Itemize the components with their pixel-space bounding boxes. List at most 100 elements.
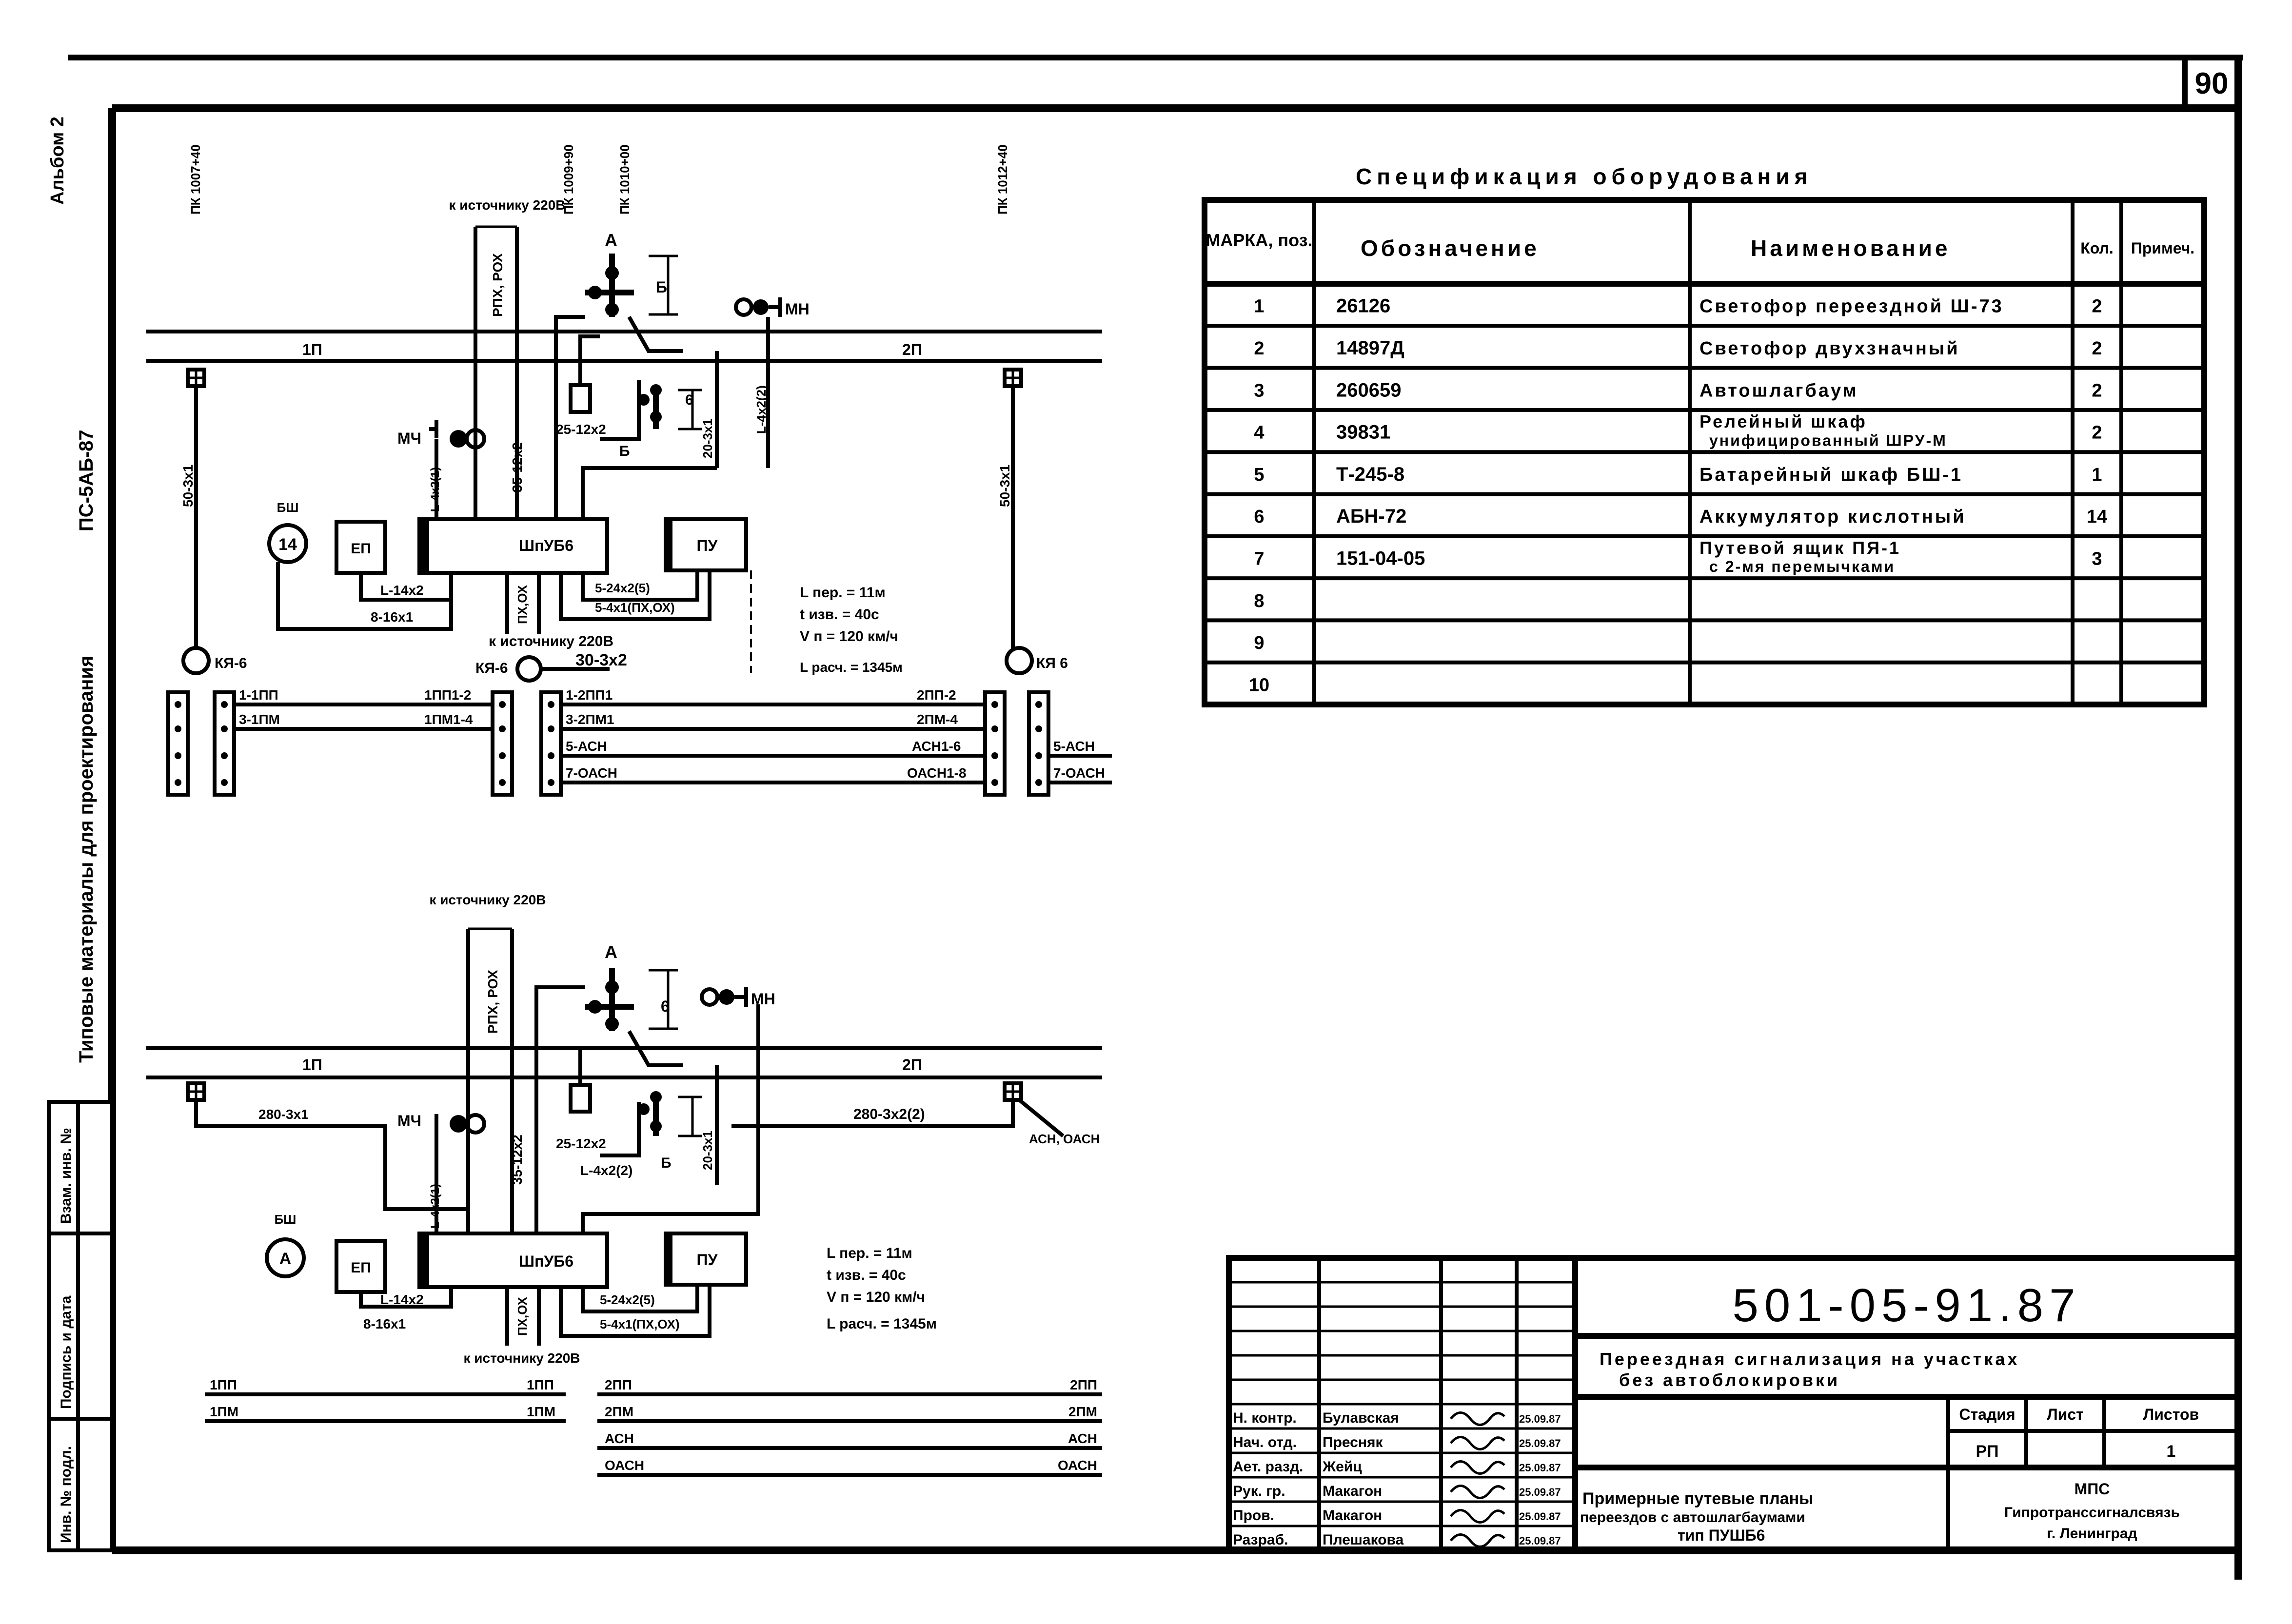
signal-mn-label: МН bbox=[751, 990, 775, 1008]
source-bottom-label: к источнику 220В bbox=[489, 633, 613, 649]
tb-role: Пров. bbox=[1233, 1507, 1274, 1524]
tb-role: Н. контр. bbox=[1233, 1410, 1297, 1426]
cable-pxox: ПХ,ОХ bbox=[515, 1297, 530, 1336]
kya-mid: КЯ-6 bbox=[475, 660, 508, 676]
ep-label: ЕП bbox=[351, 1260, 371, 1276]
spec-cell-pos: 8 bbox=[1254, 591, 1264, 611]
track-plan-top: ПК 1007+40 ПК 1009+90 ПК 1010+00 ПК 1012… bbox=[146, 144, 1112, 797]
bus-label: ОАСН bbox=[1058, 1458, 1097, 1473]
tb-date: 25.09.87 bbox=[1519, 1413, 1561, 1425]
bus-label: 2ПП bbox=[1070, 1377, 1097, 1392]
track-label-2p: 2П bbox=[902, 341, 922, 358]
tb-signature bbox=[1450, 1411, 1505, 1426]
spec-header-qty: Кол. bbox=[2080, 239, 2114, 257]
bus-label: 2ПМ bbox=[1068, 1404, 1097, 1419]
pu-label: ПУ bbox=[697, 537, 718, 554]
series-label: ПС-5АБ-87 bbox=[76, 430, 97, 531]
bus-label: АСН bbox=[1068, 1431, 1097, 1446]
spec-cell-pos: 10 bbox=[1249, 675, 1269, 695]
bus-label: 7-ОАСН bbox=[1053, 765, 1105, 781]
bus-label: 1ПП bbox=[527, 1377, 554, 1392]
cable-l14: L-14х2 bbox=[380, 583, 424, 598]
tb-date: 25.09.87 bbox=[1519, 1437, 1561, 1449]
cable-8: 8-16х1 bbox=[363, 1316, 406, 1331]
shrub-label: ШпУБ6 bbox=[519, 1252, 573, 1270]
spec-cell-pos: 3 bbox=[1254, 380, 1264, 401]
spec-cell-qty: 2 bbox=[2092, 338, 2102, 359]
spec-cell-code: 260659 bbox=[1336, 379, 1401, 401]
tb-signature bbox=[1450, 1533, 1505, 1548]
cable-5b: 5-4х1(ПХ,ОХ) bbox=[600, 1317, 680, 1331]
tb-name: Булавская bbox=[1323, 1410, 1399, 1426]
tb-role: Рук. гр. bbox=[1233, 1483, 1285, 1499]
sheet-number: 90 bbox=[2195, 67, 2229, 100]
track-label-1p: 1П bbox=[302, 1056, 322, 1074]
bus-label: 3-2ПМ1 bbox=[566, 712, 614, 727]
cable-280b: 280-3х2(2) bbox=[853, 1106, 925, 1122]
spec-cell-code: АБН-72 bbox=[1336, 506, 1406, 527]
param-line: L расч. = 1345м bbox=[800, 660, 903, 675]
bsh-label: БШ bbox=[275, 1212, 296, 1227]
bus-label: 1ПП bbox=[210, 1377, 237, 1392]
cable-20: 20-3х1 bbox=[700, 1131, 715, 1170]
cable-l4: L-4х2(1) bbox=[429, 467, 442, 512]
tb-role: Разраб. bbox=[1233, 1532, 1288, 1548]
stamp-field-sign: Подпись и дата bbox=[58, 1295, 74, 1409]
spec-cell-pos: 2 bbox=[1254, 338, 1264, 359]
cable-20: 20-3х1 bbox=[700, 419, 715, 458]
label-b2: Б bbox=[661, 1155, 672, 1171]
cable-50a: 50-3х1 bbox=[180, 465, 196, 507]
cable-rpx: РПХ, РОХ bbox=[485, 970, 500, 1034]
picket-label: ПК 1007+40 bbox=[188, 144, 203, 215]
spec-header-code: Обозначение bbox=[1361, 235, 1540, 261]
tb-name: Пресняк bbox=[1323, 1434, 1383, 1450]
spec-cell-pos: 6 bbox=[1254, 507, 1264, 527]
spec-cell-pos: 7 bbox=[1254, 548, 1264, 569]
pu-label: ПУ bbox=[697, 1251, 718, 1269]
signal-mn-label: МН bbox=[785, 300, 810, 318]
tb-date: 25.09.87 bbox=[1519, 1462, 1561, 1474]
sheets-header: Листов bbox=[2143, 1406, 2199, 1423]
tb-signature bbox=[1450, 1460, 1505, 1475]
spec-cell-qty: 1 bbox=[2092, 465, 2102, 485]
bus-label: 5-АСН bbox=[1053, 739, 1095, 754]
bus-label: 1ПП1-2 bbox=[424, 687, 471, 703]
param-line: L пер. = 11м bbox=[827, 1245, 912, 1261]
org-line-2: Гипротранссигналсвязь bbox=[2004, 1505, 2180, 1521]
tb-name: Макагон bbox=[1323, 1483, 1382, 1499]
bus-label: 5-АСН bbox=[566, 739, 607, 754]
spec-cell-pos: 4 bbox=[1254, 423, 1264, 443]
barrier-label-a: А bbox=[605, 942, 617, 962]
cable-35: 35-12х2 bbox=[510, 1135, 525, 1185]
tb-name: Макагон bbox=[1323, 1507, 1382, 1524]
picket-label: ПК 1012+40 bbox=[995, 144, 1010, 215]
spec-cell-name: Автошлагбаум bbox=[1699, 380, 1858, 401]
cable-5b: 5-4х1(ПХ,ОХ) bbox=[595, 600, 675, 615]
cable-280a: 280-3х1 bbox=[258, 1107, 309, 1122]
spec-header-name: Наименование bbox=[1751, 235, 1950, 261]
picket-label: ПК 1009+90 bbox=[561, 144, 576, 215]
tb-date: 25.09.87 bbox=[1519, 1535, 1561, 1547]
document-code: 501-05-91.87 bbox=[1732, 1279, 2081, 1331]
spec-cell-qty: 14 bbox=[2087, 507, 2107, 527]
spec-cell-name: Светофор переездной Ш-73 bbox=[1699, 296, 2004, 317]
left-margin: Альбом 2 ПС-5АБ-87 Типовые материалы для… bbox=[47, 117, 114, 1552]
spec-cell-name: Светофор двухзначный bbox=[1699, 338, 1960, 359]
barrier-label-b: Б bbox=[656, 278, 667, 296]
asn-label: АСН, ОАСН bbox=[1029, 1132, 1100, 1146]
source-label: к источнику 220В bbox=[449, 197, 565, 213]
track-label-2p: 2П bbox=[902, 1056, 922, 1074]
ep-label: ЕП bbox=[351, 541, 371, 557]
cable-5a: 5-24х2(5) bbox=[595, 581, 650, 595]
kya-left: КЯ-6 bbox=[215, 655, 247, 671]
bus-label: ОАСН1-8 bbox=[907, 765, 967, 781]
bus-label: АСН1-6 bbox=[912, 739, 961, 754]
bus-label: 1ПМ bbox=[527, 1404, 555, 1419]
spec-cell-code: Т-245-8 bbox=[1336, 464, 1404, 485]
bus-label: 3-1ПМ bbox=[239, 712, 280, 727]
tb-role: Нач. отд. bbox=[1233, 1434, 1297, 1450]
bus-label: 2ПП bbox=[605, 1377, 632, 1392]
cable-rpx: РПХ, РОХ bbox=[490, 253, 505, 317]
spec-cell-qty: 2 bbox=[2092, 380, 2102, 401]
cable-l4: L-4х2(1) bbox=[429, 1184, 442, 1229]
